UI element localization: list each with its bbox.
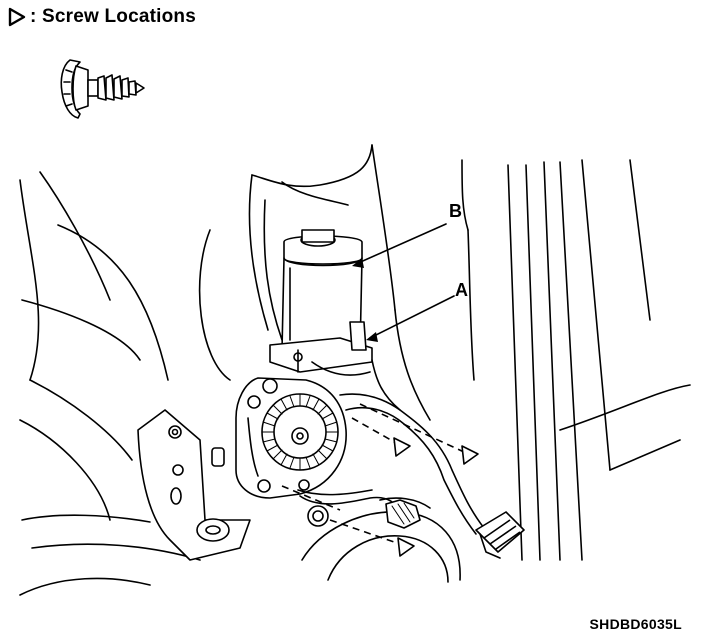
screw-marker-2-icon <box>461 445 479 465</box>
callout-b: B <box>449 201 462 221</box>
motor-housing <box>281 229 363 353</box>
screw-icon <box>60 59 145 119</box>
screw-marker-1-icon <box>393 437 411 457</box>
wiring-harness <box>297 359 485 535</box>
gear-teeth <box>261 393 339 471</box>
callout-leaders <box>352 223 455 342</box>
window-rail <box>507 159 691 561</box>
harness-connector <box>475 511 525 559</box>
triangle-marker-icon <box>8 7 26 27</box>
lower-bracket <box>137 409 251 561</box>
screw-legend: : Screw Locations <box>8 6 196 28</box>
figure-id: SHDBD6035L <box>589 616 682 632</box>
legend-label: : Screw Locations <box>30 6 196 27</box>
screw-location-markers <box>281 403 479 557</box>
speaker <box>301 497 461 583</box>
regulator-gear-plate <box>235 377 347 499</box>
screw-marker-3-icon <box>397 537 415 557</box>
callout-a: A <box>455 280 468 300</box>
